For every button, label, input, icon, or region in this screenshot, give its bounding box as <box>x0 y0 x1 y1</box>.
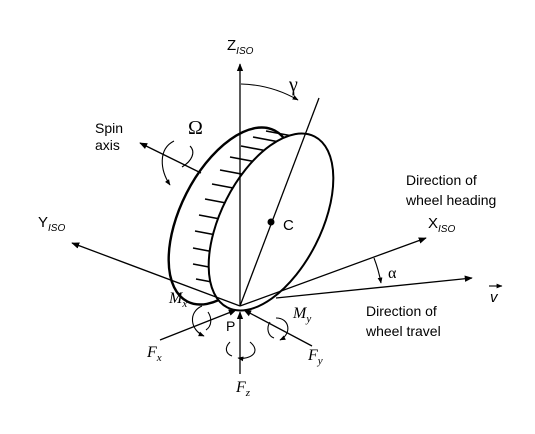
contact-point-label: P <box>226 318 235 334</box>
mz-rotation-arrow <box>237 341 256 362</box>
spin-rate-label: Ω <box>188 117 203 139</box>
velocity-label: v <box>490 289 499 306</box>
wheel-travel-label: Direction of wheel travel <box>365 303 441 339</box>
mx-rotation-arrow <box>191 305 205 337</box>
spin-axis-label: Spin axis <box>95 120 127 153</box>
slip-angle-arc <box>373 257 383 284</box>
fz-label: Fz <box>235 379 251 399</box>
camber-angle-label: γ <box>288 74 298 96</box>
z-axis-label: ZISO <box>227 37 254 57</box>
spin-axis-line <box>139 142 202 174</box>
fy-arrow <box>243 309 313 347</box>
x-axis-label: XISO <box>428 215 455 235</box>
wheel-heading-label: Direction of wheel heading <box>405 172 496 208</box>
x-axis-line <box>239 237 427 307</box>
contact-loads <box>159 305 313 374</box>
camber-angle-arc <box>240 83 299 101</box>
fx-arrow <box>159 309 237 341</box>
travel-direction-line <box>275 275 473 299</box>
center-point <box>267 218 275 226</box>
y-axis-line <box>71 242 241 307</box>
fy-label: Fy <box>307 347 323 367</box>
y-axis-label: YISO <box>38 214 65 234</box>
my-rotation-arrow <box>275 317 289 341</box>
slip-angle-label: α <box>388 265 397 282</box>
axes <box>71 63 473 307</box>
center-point-label: C <box>283 217 294 234</box>
fx-label: Fx <box>146 344 162 364</box>
spin-rotation-arrow <box>161 140 175 186</box>
wheel-plane-line <box>239 97 320 307</box>
mx-label: Mx <box>168 290 187 310</box>
my-label: My <box>292 305 311 325</box>
